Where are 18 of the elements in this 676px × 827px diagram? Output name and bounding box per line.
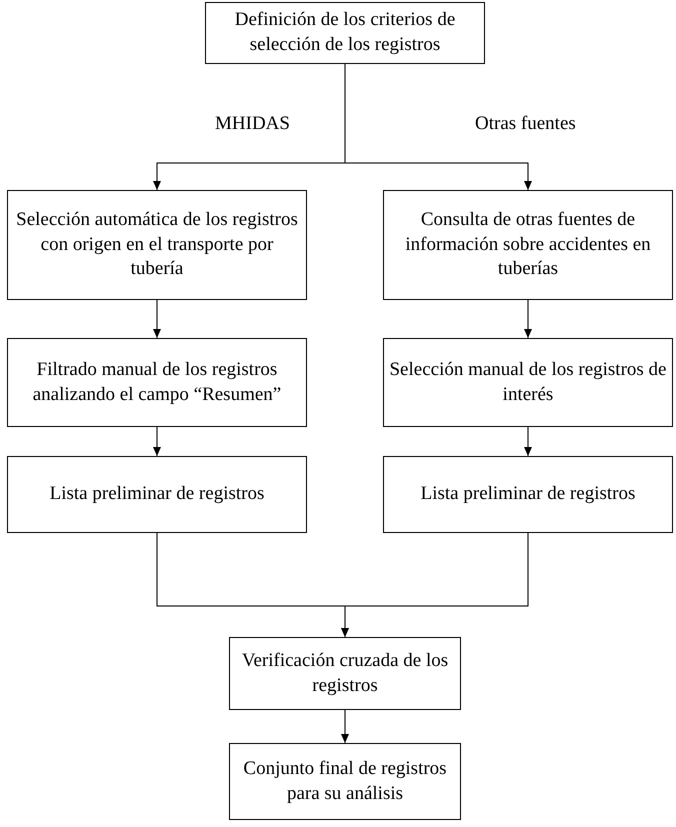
process-box: Selección automática de los registros con origen en el transporte por tubería xyxy=(7,190,307,300)
arrow xyxy=(153,300,161,338)
process-box: Lista preliminar de registros xyxy=(383,456,673,533)
process-box: Filtrado manual de los registros analizando el campo “Resumen” xyxy=(7,338,307,427)
arrow xyxy=(341,532,528,638)
branch-label: Otras fuentes xyxy=(475,112,576,136)
process-box: Conjunto final de registros para su análisis xyxy=(229,743,461,820)
arrow xyxy=(153,426,161,456)
process-box: Selección manual de los registros de interés xyxy=(383,338,673,427)
arrow xyxy=(524,426,532,456)
process-box: Definición de los criterios de selección de los registros xyxy=(205,2,485,64)
arrow xyxy=(341,710,349,744)
process-box: Lista preliminar de registros xyxy=(7,456,307,533)
process-box: Verificación cruzada de los registros xyxy=(229,637,461,710)
process-box: Consulta de otras fuentes de información sobre accidentes en tuberías xyxy=(383,190,673,300)
arrow xyxy=(524,300,532,338)
arrow xyxy=(344,64,532,190)
branch-label: MHIDAS xyxy=(215,112,290,136)
